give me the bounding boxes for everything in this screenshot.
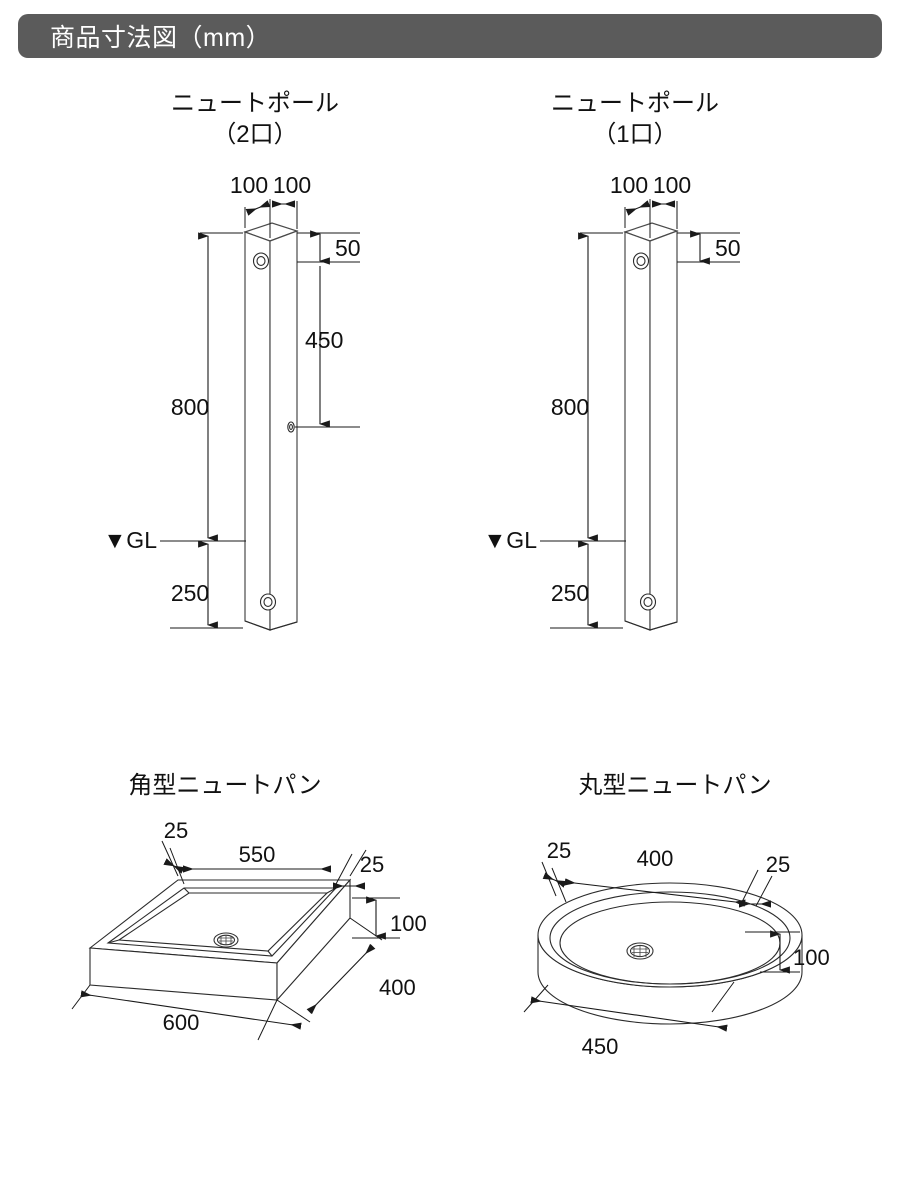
- figure-pole-1: 100 100 50 800 ▼GL: [484, 172, 741, 631]
- pan-square-dim-rim-left: 25: [161, 818, 188, 885]
- pole-1-ground-level: ▼GL: [484, 527, 626, 553]
- pan-square-label-depth: 400: [379, 975, 416, 1000]
- pan-square-drain: [213, 932, 239, 948]
- header-bar: 商品寸法図（mm）: [18, 14, 882, 58]
- pan-round-dim-rim-left: 25: [541, 838, 571, 903]
- pole-2-label-450: 450: [305, 327, 343, 353]
- pan-square-dim-rim-right: 25: [332, 849, 384, 890]
- pan-square-label-rim-right: 25: [360, 852, 384, 877]
- pole-2-dim-800: 800: [160, 232, 243, 542]
- figure-pan-square: 25 550 25 100: [71, 818, 427, 1041]
- pole-2-body: [243, 222, 299, 631]
- pole-2-faucet-lower: [287, 421, 295, 433]
- pan-square-body: [88, 878, 352, 1002]
- pan-round-label-rim-left: 25: [547, 838, 571, 863]
- pan-round-dim-height: 100: [745, 930, 830, 974]
- pole-2-label-width-left: 100: [230, 172, 268, 198]
- pole-2-ground-level: ▼GL: [104, 527, 246, 553]
- pan-square-dim-depth: 400: [276, 917, 416, 1023]
- pan-round-dim-inner: 400: [564, 846, 746, 907]
- pan-square-dim-inner: 550: [182, 842, 332, 873]
- pan-square-label-height: 100: [390, 911, 427, 936]
- figure-title-pan-round: 丸型ニュートパン: [525, 770, 825, 801]
- pole-2-base-outlet: [259, 593, 277, 611]
- pan-square-label-rim-left: 25: [164, 818, 188, 843]
- pole-1-dim-250: 250: [550, 540, 623, 629]
- pole-2-dim-50: 50: [297, 230, 361, 265]
- figure-title-pole-2: ニュートポール （2口）: [105, 88, 405, 150]
- pole-1-label-50: 50: [715, 235, 741, 261]
- page-title: 商品寸法図（mm）: [50, 24, 272, 52]
- figure-pan-round: 25 400 25 100: [523, 838, 830, 1059]
- figure-pole-2: 100 100 50 450 800: [104, 172, 361, 631]
- pole-1-label-250: 250: [551, 580, 589, 606]
- pan-round-label-rim-right: 25: [766, 852, 790, 877]
- pan-square-label-length: 600: [163, 1010, 200, 1035]
- pole-2-dim-width: 100 100: [230, 172, 311, 238]
- pole-1-label-width-right: 100: [653, 172, 691, 198]
- pan-round-label-inner: 400: [637, 846, 674, 871]
- figure-title-pole-1: ニュートポール （1口）: [485, 88, 785, 150]
- pole-1-faucet-upper: [632, 252, 650, 270]
- pole-2-label-50: 50: [335, 235, 361, 261]
- pole-2-label-gl: ▼GL: [104, 527, 158, 553]
- pole-1-label-800: 800: [551, 394, 589, 420]
- pan-round-dim-rim-right: 25: [738, 852, 790, 908]
- pole-2-label-width-right: 100: [273, 172, 311, 198]
- pan-round-drain: [626, 942, 654, 960]
- pole-1-title-line2: （1口）: [592, 121, 678, 149]
- pole-2-label-800: 800: [171, 394, 209, 420]
- pan-round-title: 丸型ニュートパン: [578, 772, 772, 799]
- pole-2-label-250: 250: [171, 580, 209, 606]
- pole-1-title-line1: ニュートポール: [551, 90, 719, 117]
- pan-square-dim-height: 100: [352, 896, 427, 940]
- pole-2-title-line2: （2口）: [212, 121, 298, 149]
- pole-1-dim-50: 50: [677, 230, 741, 265]
- pole-1-base-outlet: [639, 593, 657, 611]
- pole-2-faucet-upper: [252, 252, 270, 270]
- pole-1-body: [623, 222, 679, 631]
- pan-square-title: 角型ニュートパン: [128, 772, 322, 799]
- pole-1-label-gl: ▼GL: [484, 527, 538, 553]
- pan-round-dim-diameter: 450: [523, 981, 735, 1059]
- pole-1-dim-width: 100 100: [610, 172, 691, 238]
- pan-round-label-diameter: 450: [582, 1034, 619, 1059]
- pole-2-title-line1: ニュートポール: [171, 90, 339, 117]
- pole-2-dim-250: 250: [170, 540, 243, 629]
- pole-2-dim-450: 450: [295, 261, 360, 428]
- pan-square-dim-length: 600: [71, 984, 302, 1041]
- figure-title-pan-square: 角型ニュートパン: [75, 770, 375, 801]
- pan-square-label-inner: 550: [239, 842, 276, 867]
- pan-round-label-height: 100: [793, 945, 830, 970]
- pole-1-dim-800: 800: [540, 232, 623, 542]
- pole-1-label-width-left: 100: [610, 172, 648, 198]
